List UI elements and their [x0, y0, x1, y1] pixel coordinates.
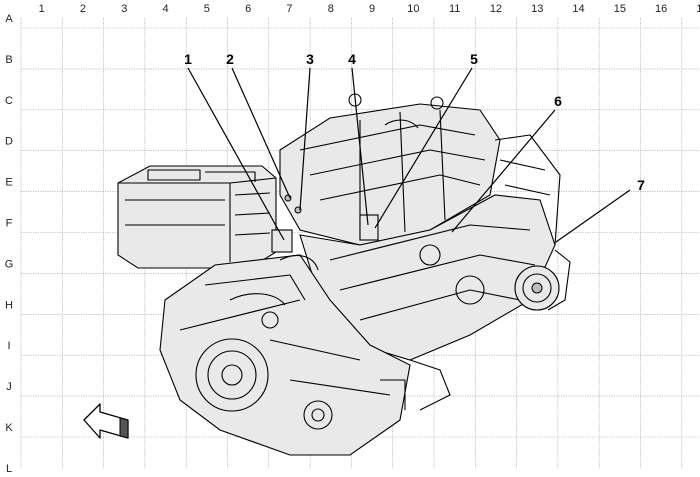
engine-assembly-illustration	[117, 93, 571, 456]
grid-column-label: 11	[449, 3, 460, 15]
callout-1: 1	[184, 51, 192, 67]
grid-row-label: H	[5, 299, 13, 311]
grid-row-label: E	[5, 177, 12, 189]
callout-7: 7	[637, 177, 645, 193]
leader-1	[187, 67, 285, 241]
grid-column-label: 14	[572, 3, 584, 15]
grid-column-label: 10	[407, 3, 419, 15]
callout-5: 5	[470, 51, 478, 67]
accessory-pulley-icon	[514, 249, 571, 311]
grid-row-label: I	[7, 340, 10, 352]
grid-column-label: 13	[531, 3, 543, 15]
leader-7	[555, 189, 631, 243]
transaxle-icon	[159, 254, 411, 456]
callout-leaders	[187, 67, 631, 243]
grid-column-label: 8	[328, 3, 334, 15]
callout-6: 6	[554, 93, 562, 109]
grid-column-label: 2	[80, 3, 86, 15]
grid-column-label: 7	[286, 3, 292, 15]
grid-row-label: K	[5, 422, 13, 434]
grid-row-label: F	[6, 218, 13, 230]
grid-row-label: B	[5, 54, 12, 66]
engine-mount-icon	[380, 359, 451, 411]
grid-column-label: 9	[369, 3, 375, 15]
grid-column-label: 17	[696, 3, 700, 15]
leader-5	[374, 67, 473, 229]
grid-row-label: L	[6, 463, 12, 475]
grid-column-label: 16	[655, 3, 667, 15]
callout-3: 3	[306, 51, 314, 67]
grid-column-label: 3	[121, 3, 127, 15]
leader-4	[351, 67, 369, 226]
grid-column-label: 5	[204, 3, 210, 15]
grid-column-labels: 1234567891011121314151617	[39, 3, 700, 15]
callout-2: 2	[226, 51, 234, 67]
front-indicator-arrow-icon	[83, 403, 129, 439]
grid-column-label: 12	[490, 3, 502, 15]
grid-row-label: C	[5, 95, 13, 107]
battery-icon	[117, 165, 277, 269]
leader-2	[231, 67, 291, 199]
grid-column-label: 4	[162, 3, 168, 15]
grid-row-labels: A B C D E F G H I J K L	[5, 13, 14, 475]
grid-row-label: D	[5, 136, 13, 148]
sensor-components-icon	[271, 194, 379, 271]
grid-column-label: 1	[39, 3, 45, 15]
grid-column-label: 6	[245, 3, 251, 15]
callout-labels: 1 2 3 4 5 6 7	[184, 51, 645, 193]
leader-6	[451, 109, 556, 233]
grid-row-label: G	[5, 258, 14, 270]
grid-column-label: 15	[614, 3, 626, 15]
grid-row-label: J	[6, 381, 12, 393]
callout-4: 4	[348, 51, 356, 67]
grid-row-label: A	[5, 13, 13, 25]
intake-manifold-icon	[279, 93, 501, 246]
leader-3	[299, 67, 311, 211]
